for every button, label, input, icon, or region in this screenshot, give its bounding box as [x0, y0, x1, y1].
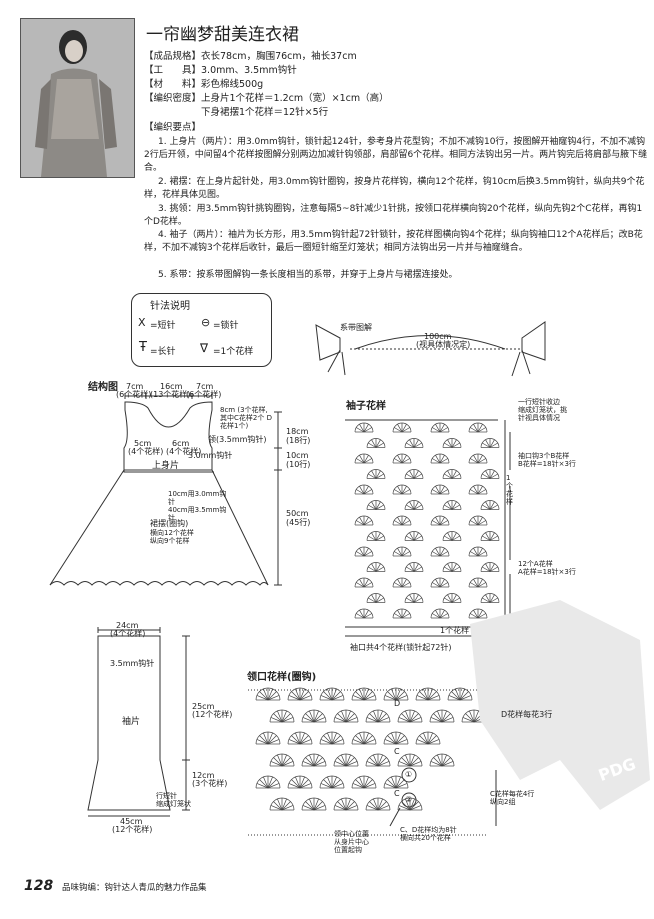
page-number: 128 — [24, 878, 54, 894]
legend-dc: =长针 — [150, 347, 176, 357]
dim-mid-cm: 16cm — [160, 382, 183, 391]
point-3: 3. 挑领：用3.5mm钩针挑钩圈钩，注意每隔5~8针减少1针挑，按领口花样横向… — [144, 204, 643, 227]
dim-45-rows: (45行) — [286, 518, 311, 527]
dim-left-cm: 7cm — [126, 382, 144, 391]
sleeve-one-pattern-b: 1个花样 — [440, 626, 470, 635]
sleeve-bottom-note: 行短针 缩成灯笼状 — [156, 792, 191, 808]
dim-10-rows: (10行) — [286, 460, 311, 469]
sleeve-top-cm: 24cm — [116, 621, 139, 630]
upper-hook: 3.0mm钩针 — [188, 451, 233, 460]
page-title: 一帘幽梦甜美连衣裙 — [146, 25, 299, 45]
legend-ch: =锁针 — [213, 321, 239, 331]
sleeve-pattern-note2: 袖口钩3个B花样 B花样=18针×3行 — [518, 452, 576, 468]
skirt-hook: 10cm用3.0mm钩针 40cm用3.5mm钩针 — [168, 490, 227, 522]
sleeve-25-count: (12个花样) — [192, 710, 233, 719]
dim-right-count: (6个花样) — [186, 390, 222, 399]
point-1: 1. 上身片（两片）：用3.0mm钩针，锁针起124针，参考身片花型钩；不加不减… — [144, 137, 648, 173]
legend-motif: =1个花样 — [213, 347, 254, 357]
skirt-label: 裙摆(圈钩) — [150, 519, 189, 528]
sleeve-label: 袖片 — [122, 717, 141, 727]
row-num-2: ② — [405, 795, 413, 804]
neck-hook: 领(3.5mm钩针) — [208, 435, 267, 444]
dim-right-cm: 7cm — [196, 382, 214, 391]
legend-sc: =短针 — [150, 321, 176, 331]
sleeve-bottom-count: (12个花样) — [112, 825, 153, 834]
neck-center: 领中心位置 从身片中心 位置起钩 — [334, 830, 369, 854]
point-4: 4. 袖子（两片）：袖片为长方形，用3.5mm钩针起72针锁针，按花样图横向钩4… — [144, 230, 643, 253]
skirt-counts: 横向12个花样 纵向9个花样 — [150, 529, 194, 545]
neck-note: 8cm (3个花样, 其中C花样2个 D花样1个) — [220, 406, 272, 430]
tie-title: 系带图解 — [340, 323, 372, 332]
row-num-1: ① — [405, 770, 413, 779]
model-figure — [21, 19, 134, 177]
neck-note-c: C花样每花4行 纵向2组 — [490, 790, 535, 806]
page-footer: 128 品味钩编：钩针达人青瓜的魅力作品集 — [24, 878, 206, 894]
tie-note: (视具体情况定) — [416, 340, 471, 349]
mark-c1: C — [394, 747, 400, 756]
center-dim-count: (4个花样) — [166, 447, 202, 456]
sleeve-12-count: (3个花样) — [192, 779, 228, 788]
dim-left-count: (6个花样) — [116, 390, 152, 399]
sleeve-12cm: 12cm — [192, 771, 215, 780]
neck-pattern-title: 领口花样(圈钩) — [247, 672, 317, 683]
mark-d: D — [394, 699, 401, 708]
sleeve-pattern-note1: 一行短针收边 缩成灯笼状，挑 针视具体情况 — [518, 398, 567, 422]
tie-length: 100cm — [424, 332, 452, 341]
structure-title: 结构图 — [88, 382, 118, 393]
book-title: 品味钩编：钩针达人青瓜的魅力作品集 — [61, 883, 207, 893]
spec-tools: 【工 具】3.0mm、3.5mm钩针 — [144, 65, 297, 76]
spec-gauge-skirt: 下身裙摆1个花样＝12针×5行 — [144, 107, 329, 118]
dim-mid-count: (13个花样) — [150, 390, 191, 399]
dim-18cm: 18cm — [286, 427, 309, 436]
ch-symbol-icon: ⊖ — [201, 316, 211, 329]
mark-c2: C — [394, 789, 400, 798]
spec-size: 【成品规格】衣长78cm，胸围76cm，袖长37cm — [144, 51, 357, 62]
point-2: 2. 裙摆：在上身片起针处，用3.0mm钩针圈钩，按身片花样钩，横向12个花样，… — [144, 177, 645, 200]
point-5: 5. 系带：按系带图解钩一条长度相当的系带，并穿于上身片与裙摆连接处。 — [158, 270, 458, 280]
neck-note-d: D花样每花3行 — [501, 710, 553, 719]
sleeve-top-count: (4个花样) — [110, 629, 146, 638]
sleeve-pattern-note3: 12个A花样 A花样=18针×3行 — [518, 560, 576, 576]
center-dim-cm: 6cm — [172, 439, 190, 448]
neck-cd: C、D花样均为8针 横向共20个花样 — [400, 826, 457, 842]
dc-symbol-icon: Ŧ — [139, 340, 147, 355]
sleeve-one-pattern: 1个花样 — [506, 474, 513, 506]
left-dim-cm: 5cm — [134, 439, 152, 448]
spec-gauge: 【编织密度】上身片1个花样＝1.2cm（宽）×1cm（高） — [144, 93, 389, 104]
sleeve-bottom-cm: 45cm — [120, 817, 143, 826]
upper-body-label: 上身片 — [152, 461, 180, 471]
sc-symbol-icon: X — [138, 316, 146, 329]
points-title: 【编织要点】 — [144, 122, 202, 133]
spec-material: 【材 料】彩色棉线500g — [144, 79, 264, 90]
dim-50cm: 50cm — [286, 509, 309, 518]
dim-18-rows: (18行) — [286, 436, 311, 445]
sleeve-pattern-bottom: 袖口共4个花样(锁针起72针) — [350, 643, 452, 652]
motif-symbol-icon: ∇ — [200, 341, 209, 355]
sleeve-25cm: 25cm — [192, 702, 215, 711]
sleeve-hook: 3.5mm钩针 — [110, 659, 155, 668]
stitch-legend — [131, 293, 272, 367]
left-dim-count: (4个花样) — [128, 447, 164, 456]
legend-title: 针法说明 — [150, 301, 190, 312]
model-photo — [20, 18, 135, 178]
dim-10cm: 10cm — [286, 451, 309, 460]
sleeve-pattern-title: 袖子花样 — [346, 401, 386, 412]
